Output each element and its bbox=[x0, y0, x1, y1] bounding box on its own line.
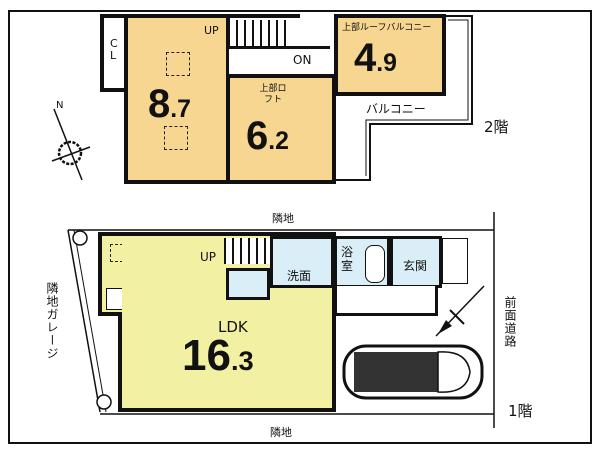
entry-porch bbox=[442, 238, 468, 284]
roof-balcony-note: 上部ルーフバルコニー bbox=[342, 23, 432, 33]
floor2-site-boundary bbox=[8, 10, 592, 198]
bathroom: 浴室 bbox=[334, 236, 390, 288]
floor2-label: 2階 bbox=[484, 118, 509, 136]
floor1-label: 1階 bbox=[508, 402, 533, 420]
neighbor-top-label: 隣地 bbox=[272, 212, 294, 225]
front-road-label: 前面道路 bbox=[503, 296, 517, 348]
room-size-label: 8.7 bbox=[148, 82, 191, 126]
on-label: ON bbox=[293, 53, 312, 67]
ceiling-light-icon bbox=[164, 126, 188, 150]
bathroom-label: 浴室 bbox=[341, 245, 354, 273]
up-label: UP bbox=[200, 250, 217, 264]
room-size-label: 6.2 bbox=[246, 114, 289, 158]
ceiling-light-icon bbox=[166, 52, 190, 76]
loft-note: 上部ロフト bbox=[259, 84, 287, 105]
compass-north-label: N bbox=[56, 100, 64, 111]
balcony-label: バルコニー bbox=[366, 102, 426, 116]
staircase-floor2: UP bbox=[200, 14, 300, 46]
room-size-label: 16.3 bbox=[182, 331, 254, 380]
floor1-site-boundary bbox=[8, 198, 592, 444]
neighbor-bottom-label: 隣地 bbox=[270, 426, 292, 439]
up-label: UP bbox=[204, 24, 219, 37]
bathtub bbox=[365, 245, 385, 283]
washroom: 洗面 bbox=[270, 236, 334, 288]
compass-north-icon bbox=[51, 108, 91, 181]
room-loft-6-2: 上部ロフト 6.2 bbox=[226, 74, 336, 184]
entrance: 玄関 bbox=[390, 236, 442, 288]
car-icon bbox=[342, 344, 484, 400]
staircase-floor1 bbox=[224, 238, 270, 264]
neighbor-garage-label: 隣地ガレージ bbox=[45, 282, 59, 360]
ldk-label: LDK bbox=[218, 318, 248, 336]
room-western-8-7: 8.7 bbox=[124, 14, 230, 184]
room-roof-balcony-4-9: 上部ルーフバルコニー 4.9 bbox=[334, 14, 446, 96]
washroom-label: 洗面 bbox=[287, 269, 312, 283]
closet-label: CL bbox=[110, 37, 118, 62]
room-size-label: 4.9 bbox=[354, 36, 397, 80]
hallway-floor1 bbox=[334, 286, 438, 316]
tree-icon bbox=[435, 285, 485, 337]
toilet bbox=[226, 268, 270, 300]
entrance-label: 玄関 bbox=[403, 259, 428, 273]
